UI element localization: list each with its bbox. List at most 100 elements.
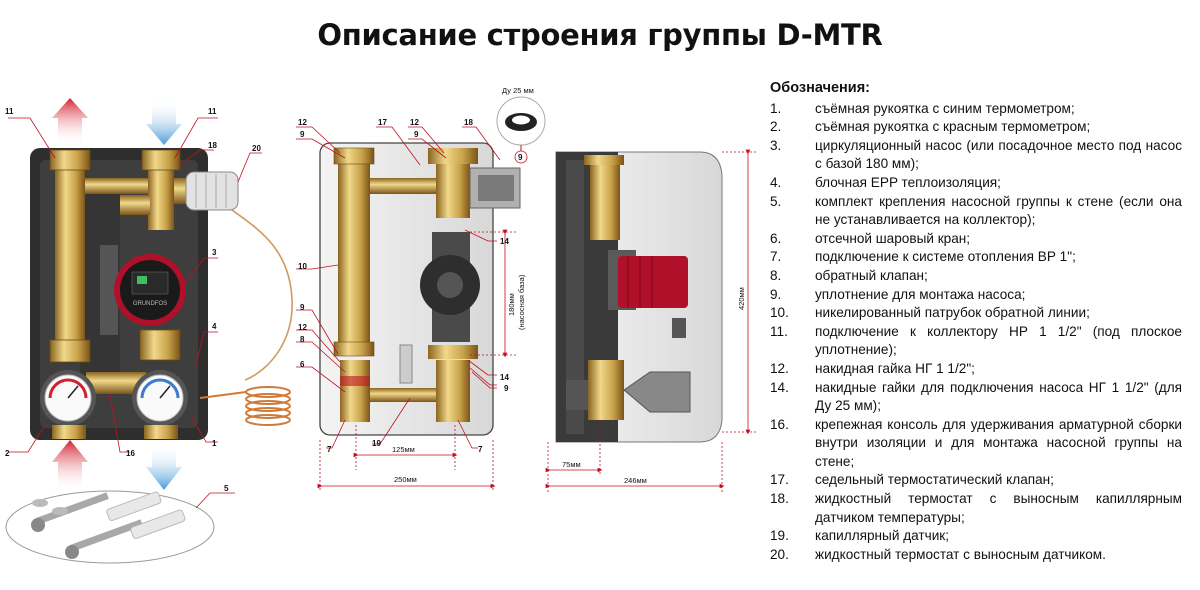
legend-item-text: отсечной шаровый кран; — [815, 230, 971, 246]
dim-75: 75мм — [562, 460, 581, 469]
legend-item-number: 2. — [770, 119, 782, 135]
legend-item: 5. комплект крепления насосной группы к с… — [770, 193, 1182, 230]
callout-20: 20 — [252, 144, 261, 153]
legend-item-number: 8. — [770, 267, 782, 283]
callout-5: 5 — [224, 484, 229, 493]
callout-9-a: 9 — [300, 130, 305, 139]
legend-item-number: 4. — [770, 174, 782, 190]
blue-thermometer-gauge — [132, 370, 188, 426]
legend-item: 16.крепежная консоль для удерживания арм… — [770, 416, 1182, 472]
dim-du25: Ду 25 мм — [502, 86, 534, 95]
legend-item: 7. подключение к системе отопления ВР 1"; — [770, 248, 1182, 267]
dim-125: 125мм — [392, 445, 415, 454]
legend-item-number: 18. — [770, 491, 789, 507]
legend-item: 17. седельный термостатический клапан; — [770, 471, 1182, 490]
legend-item-text: съёмная рукоятка с красным термометром; — [815, 119, 1091, 135]
front-view-dimensions — [317, 229, 518, 492]
callout-6: 6 — [300, 360, 305, 369]
legend-item-text: циркуляционный насос (или посадочное мес… — [815, 137, 1182, 172]
callout-17: 17 — [378, 118, 387, 127]
legend-item-text: седельный термостатический клапан; — [815, 472, 1054, 488]
dim-246: 246мм — [624, 476, 647, 485]
legend-item: 14.накидные гайки для подключения насоса… — [770, 379, 1182, 416]
callout-14-bottom: 14 — [500, 373, 509, 382]
legend-item: 19.капиллярный датчик; — [770, 527, 1182, 546]
callout-18-left: 18 — [208, 141, 217, 150]
callout-19: 19 — [372, 439, 381, 448]
cold-flow-arrow-top — [146, 100, 182, 145]
legend-item-text: жидкостный термостат с выносным датчиком… — [815, 546, 1106, 562]
wall-mounting-kit — [5, 490, 215, 564]
legend-item-text: жидкостный термостат с выносным капилляр… — [815, 491, 1182, 525]
return-pipe-left — [55, 150, 85, 355]
dimension-labels: Ду 25 мм 180мм (насосная база) 125мм 250… — [392, 86, 746, 485]
legend-item: 4. блочная EPP теплоизоляция; — [770, 174, 1182, 193]
gasket-inset — [496, 96, 546, 155]
capillary-coil — [245, 386, 291, 426]
red-thermometer-gauge — [40, 370, 146, 426]
legend-item-number: 19. — [770, 528, 789, 544]
legend-item-text: обратный клапан; — [815, 267, 928, 283]
legend-item-number: 10. — [770, 305, 789, 321]
callout-4: 4 — [212, 322, 217, 331]
callout-14-top: 14 — [500, 237, 509, 246]
dim-pump-base: 180мм — [507, 293, 516, 316]
callout-12-b: 12 — [410, 118, 419, 127]
legend-item-text: накидные гайки для подключения насоса НГ… — [815, 379, 1182, 414]
legend-item: 12. накидная гайка НГ 1 1/2"; — [770, 360, 1182, 379]
dim-250: 250мм — [394, 475, 417, 484]
callout-9-b: 9 — [414, 130, 419, 139]
callout-2: 2 — [5, 449, 10, 458]
callout-8: 8 — [300, 335, 305, 344]
legend-item-text: подключение к системе отопления ВР 1"; — [815, 249, 1076, 265]
legend-item: 11. подключение к коллектору НР 1 1/2" (п… — [770, 323, 1182, 360]
legend-item-number: 12. — [770, 360, 789, 376]
capillary-tube — [231, 209, 293, 381]
callout-12-c: 12 — [298, 323, 307, 332]
callout-18-mid: 18 — [464, 118, 473, 127]
legend-heading: Обозначения: — [770, 80, 871, 96]
callout-7-right: 7 — [478, 445, 483, 454]
legend-item: 10. никелированный патрубок обратной лини… — [770, 304, 1182, 323]
legend-item: 6. отсечной шаровый кран; — [770, 230, 1182, 249]
page-title: Описание строения группы D-MTR — [317, 18, 883, 52]
hot-flow-arrow-top — [52, 98, 88, 145]
legend-item-number: 5. — [770, 193, 782, 209]
callout-leaders — [8, 117, 501, 509]
legend-item: 9.уплотнение для монтажа насоса; — [770, 286, 1182, 305]
callout-16: 16 — [126, 449, 135, 458]
legend-item-text: съёмная рукоятка с синим термометром; — [815, 100, 1075, 116]
legend-item: 3.циркуляционный насос (или посадочное м… — [770, 137, 1182, 174]
legend-item-text: уплотнение для монтажа насоса; — [815, 286, 1026, 302]
legend-item: 8. обратный клапан; — [770, 267, 1182, 286]
callout-7-left: 7 — [327, 445, 332, 454]
circulation-pump: GRUNDFOS — [100, 245, 186, 335]
thermostat-head — [174, 171, 239, 211]
side-pump — [618, 256, 688, 308]
legend-item-text: блочная EPP теплоизоляция; — [815, 174, 1001, 190]
callout-labels: 11 11 18 20 3 4 2 16 1 5 12 9 17 12 9 18… — [5, 107, 528, 493]
callout-10: 10 — [298, 262, 307, 271]
legend-item-number: 7. — [770, 249, 782, 265]
diagram-canvas: GRUNDFOS — [5, 86, 756, 564]
legend-item-number: 1. — [770, 100, 782, 116]
legend-item-text: крепежная консоль для удерживания армату… — [815, 416, 1182, 469]
legend-item-text: никелированный патрубок обратной линии; — [815, 305, 1090, 321]
legend-item-number: 11. — [770, 323, 788, 339]
callout-11-right: 11 — [208, 107, 217, 116]
callout-1: 1 — [212, 439, 217, 448]
legend-item-text: подключение к коллектору НР 1 1/2" (под … — [815, 323, 1182, 358]
side-view-dimensions — [545, 149, 756, 492]
legend-item: 1. съёмная рукоятка с синим термометром; — [770, 100, 1182, 119]
legend-item-number: 17. — [770, 472, 789, 488]
legend-item-number: 20. — [770, 546, 789, 562]
legend-item-text: комплект крепления насосной группы к сте… — [815, 193, 1182, 228]
legend-panel: Обозначения: 1. съёмная рукоятка с синим … — [770, 79, 1182, 564]
left-assembly-view: GRUNDFOS — [30, 98, 293, 492]
legend-item-number: 6. — [770, 230, 782, 246]
legend-item-text: накидная гайка НГ 1 1/2"; — [815, 360, 975, 376]
callout-9-gasket: 9 — [518, 153, 523, 162]
callout-9-c: 9 — [300, 303, 305, 312]
callout-12-a: 12 — [298, 118, 307, 127]
callout-11-left: 11 — [5, 107, 14, 116]
